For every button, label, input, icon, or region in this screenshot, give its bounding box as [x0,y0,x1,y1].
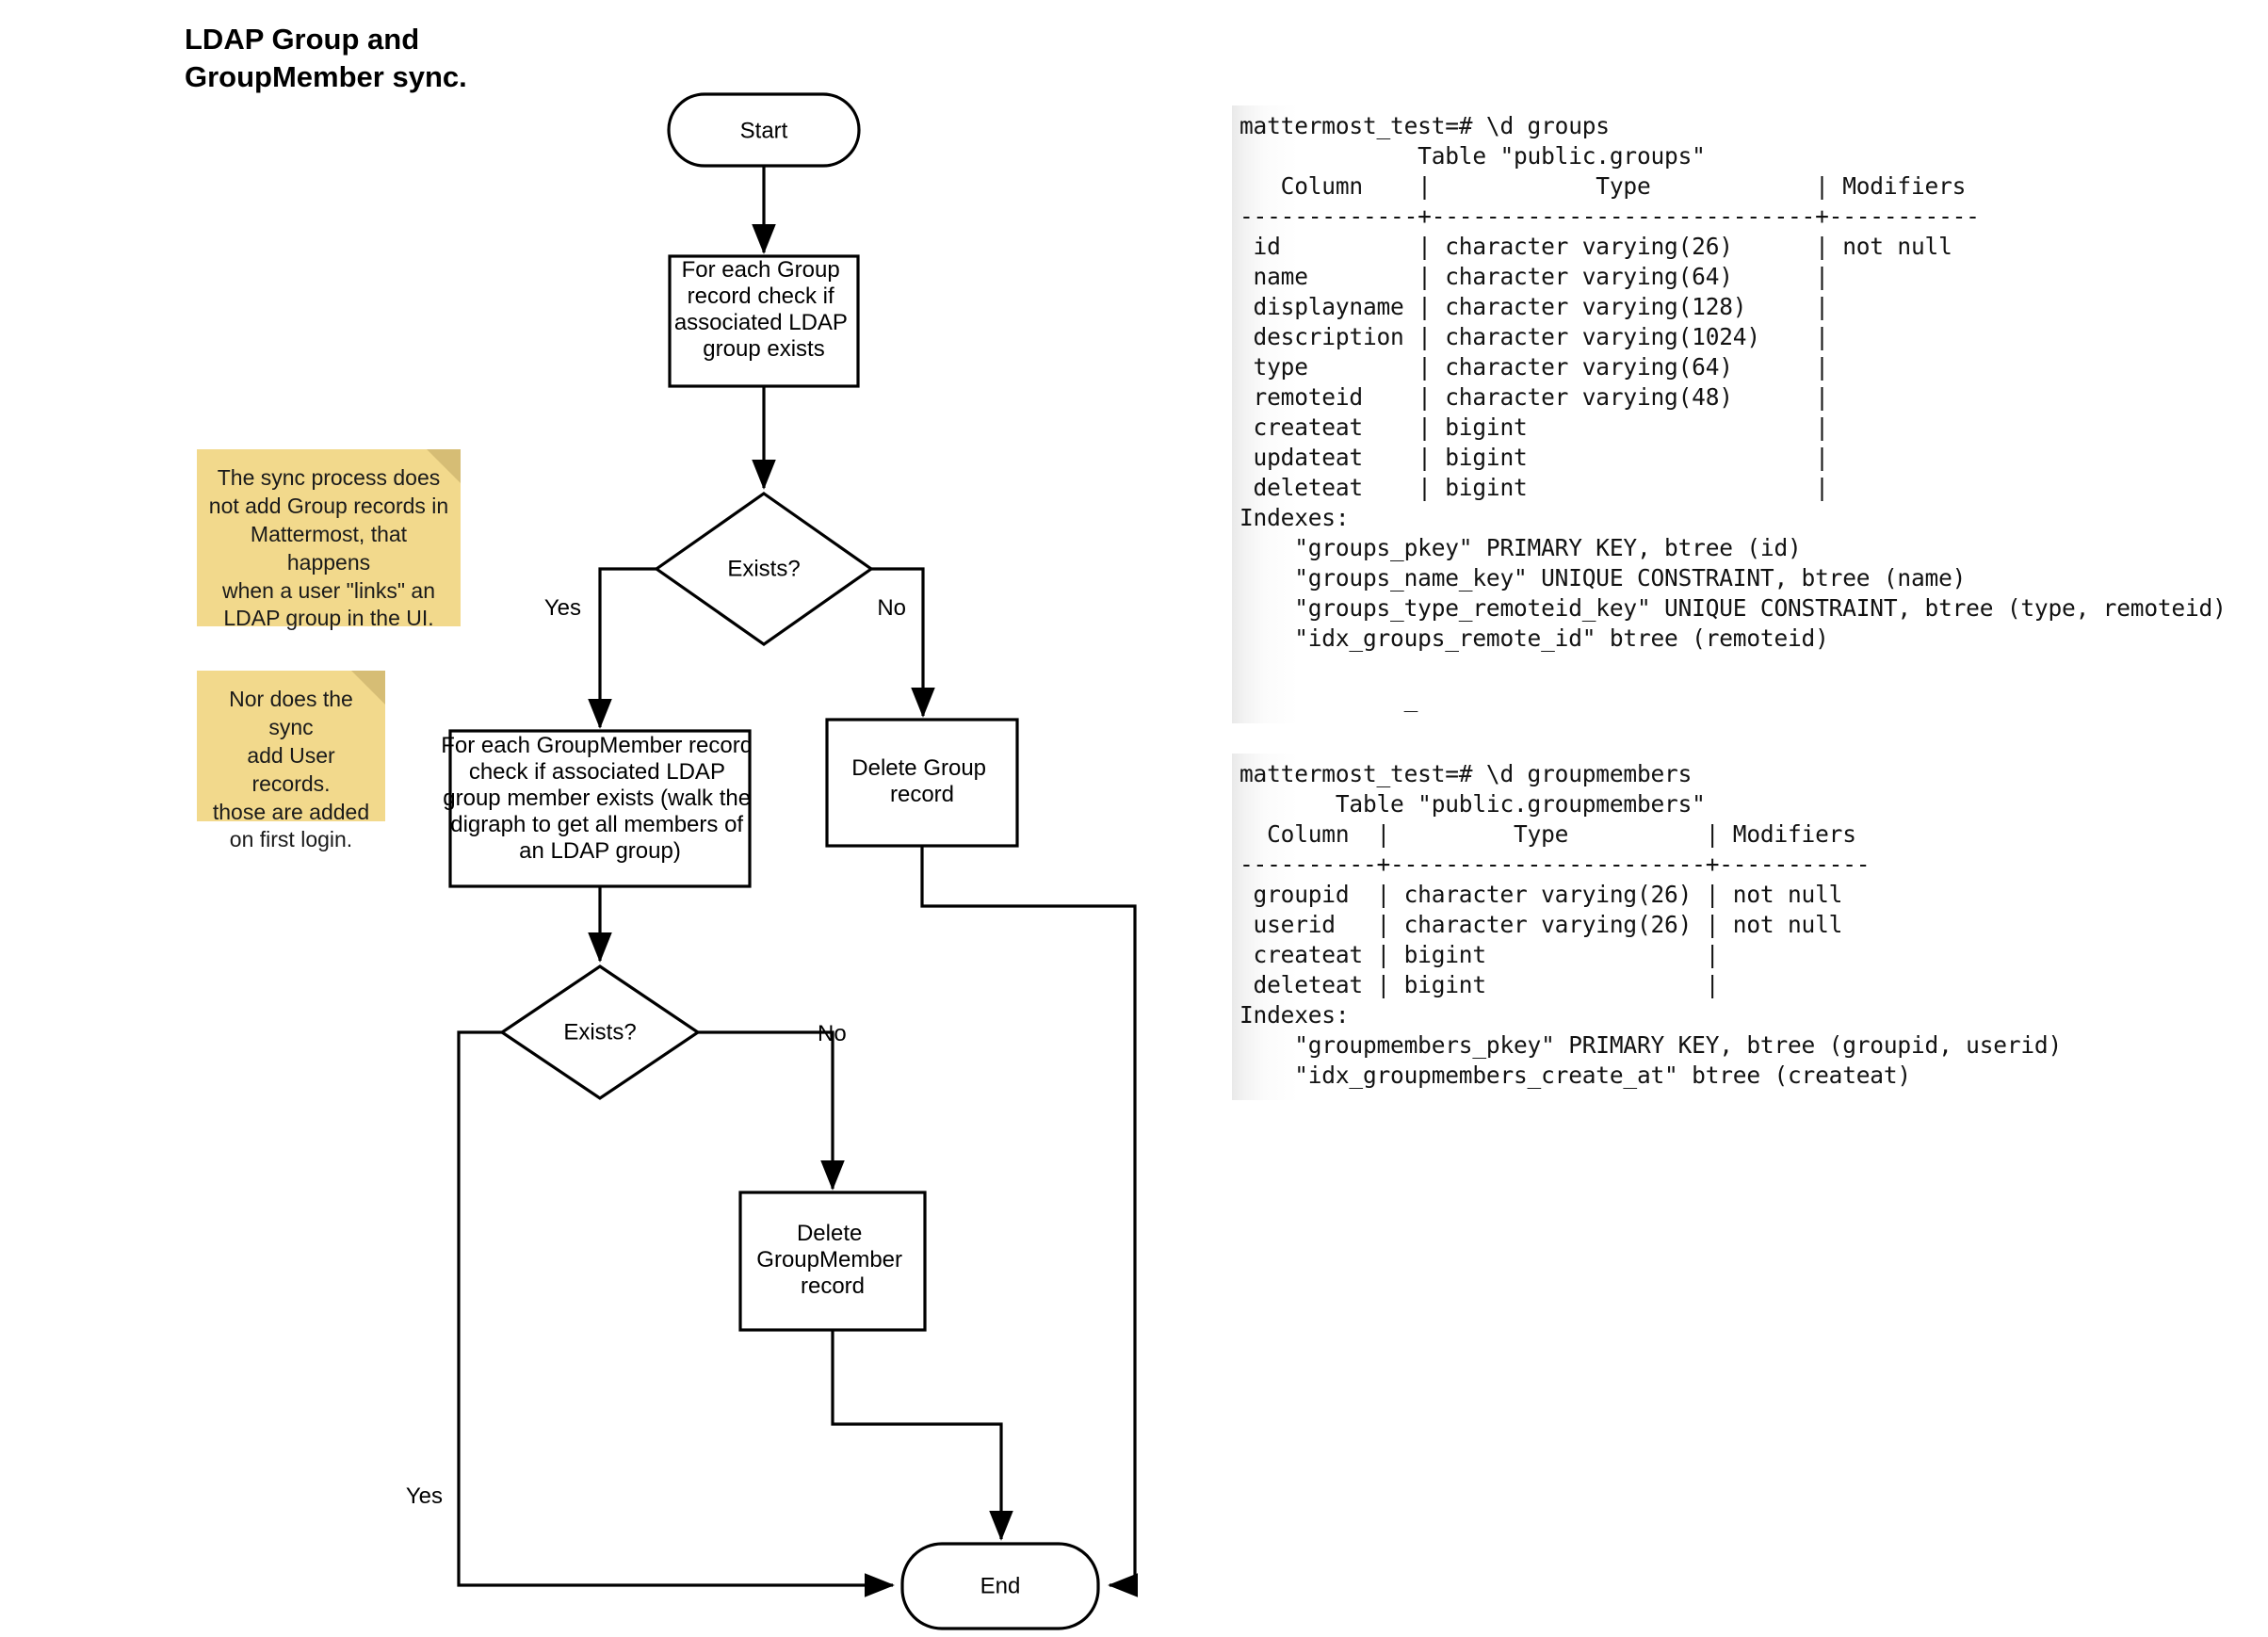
delete-group-line-1: Delete Group [851,755,986,781]
terminal-line: groupid | character varying(26) | not nu… [1239,881,1843,908]
edge-delete-group-to-end [920,846,1139,1597]
edge-decision2-no [698,1030,845,1191]
sticky-note-sync-no-group-add: The sync process does not add Group reco… [197,449,461,630]
terminal-line: createat | bigint | [1239,413,1829,441]
node-decision2-shape[interactable] [499,964,701,1100]
node-check-group-label: For each Group record check if associate… [674,257,853,362]
terminal-line [1239,654,2230,684]
terminal-line: -------------+--------------------------… [1239,203,1980,230]
delete-gm-line-1: Delete [797,1221,862,1246]
node-end-label: End [980,1573,1021,1598]
check-group-line-3: associated LDAP [674,310,848,335]
page-title: LDAP Group and GroupMember sync. [185,23,467,93]
terminal-line: Column | Type | Modifiers [1239,820,1856,848]
check-gm-line-4: digraph to get all members of [450,812,743,837]
terminal-line: Indexes: [1239,504,1350,531]
sticky-note-2-text: Nor does the sync add User records. thos… [212,687,370,852]
terminal-output-groups: mattermost_test=# \d groups Table "publi… [1232,105,2230,723]
terminal-line: ----------+-----------------------+-----… [1239,851,1871,878]
edge-decision2-yes [457,1030,895,1597]
node-delete-groupmember-label: Delete GroupMember record [756,1221,908,1299]
sticky-note-1-text: The sync process does not add Group reco… [208,465,449,631]
terminal-line: remoteid | character varying(48) | [1239,383,1829,411]
terminal-line: type | character varying(64) | [1239,353,1829,381]
terminal-line: "groups_name_key" UNIQUE CONSTRAINT, btr… [1239,564,1967,592]
check-gm-line-1: For each GroupMember record [441,733,753,758]
node-delete-groupmember-shape[interactable] [738,1191,927,1332]
node-delete-group-shape[interactable] [825,718,1019,848]
terminal-line: name | character varying(64) | [1239,263,1829,290]
check-gm-line-2: check if associated LDAP [469,759,725,785]
check-group-line-4: group exists [703,336,824,362]
node-delete-group-label: Delete Group record [851,755,992,807]
terminal-line: deleteat | bigint | [1239,474,1829,501]
check-group-line-1: For each Group [682,257,840,283]
edge-label-decision2-yes: Yes [406,1483,443,1509]
node-check-groupmember-label: For each GroupMember record check if ass… [441,733,758,864]
terminal-line: updateat | bigint | [1239,444,1829,471]
node-start-label: Start [740,118,788,143]
terminal-line: "groupmembers_pkey" PRIMARY KEY, btree (… [1239,1031,2063,1059]
terminal-line: Table "public.groupmembers" [1239,790,1706,818]
sticky-note-sync-no-user-add: Nor does the sync add User records. thos… [197,671,385,851]
edge-delete-groupmember-to-end [831,1330,1013,1541]
terminal-line: "groups_type_remoteid_key" UNIQUE CONSTR… [1239,594,2227,622]
terminal-line: Indexes: [1239,1001,1350,1029]
node-end-shape[interactable] [900,1542,1100,1630]
terminal-line: "groups_pkey" PRIMARY KEY, btree (id) [1239,534,1802,561]
edge-label-decision1-yes: Yes [544,595,581,621]
terminal-line: "idx_groupmembers_create_at" btree (crea… [1239,1062,1911,1089]
node-decision1-label: Exists? [727,556,800,581]
check-gm-line-5: an LDAP group) [519,838,681,864]
terminal-line: displayname | character varying(128) | [1239,293,1829,320]
terminal-line: description | character varying(1024) | [1239,323,1829,350]
edge-decision1-yes [588,567,656,729]
terminal-output-groupmembers: mattermost_test=# \d groupmembers Table … [1232,754,2063,1100]
terminal-line: id | character varying(26) | not null [1239,233,1952,260]
check-group-line-2: record check if [688,284,834,309]
terminal-line: mattermost_test=# \d groups [1239,112,1610,139]
node-decision1-shape[interactable] [654,492,874,646]
terminal-line: createat | bigint | [1239,941,1720,968]
terminal-line: _ [1239,685,1418,712]
delete-gm-line-2: GroupMember [756,1247,902,1272]
check-gm-line-3: group member exists (walk the [443,786,751,811]
terminal-line: userid | character varying(26) | not nul… [1239,911,1843,938]
terminal-line: Column | Type | Modifiers [1239,172,1967,200]
node-check-groupmember-shape[interactable] [448,729,752,888]
terminal-line: "idx_groups_remote_id" btree (remoteid) [1239,624,1829,652]
edge-label-decision1-no: No [877,595,906,621]
delete-group-line-2: record [890,782,954,807]
terminal-line: mattermost_test=# \d groupmembers [1239,760,1693,787]
edge-decision1-no [871,567,935,718]
node-decision2-label: Exists? [563,1019,636,1045]
terminal-line: deleteat | bigint | [1239,971,1720,998]
delete-gm-line-3: record [801,1273,865,1299]
edge-label-decision2-no: No [818,1021,847,1046]
terminal-line: Table "public.groups" [1239,142,1706,170]
